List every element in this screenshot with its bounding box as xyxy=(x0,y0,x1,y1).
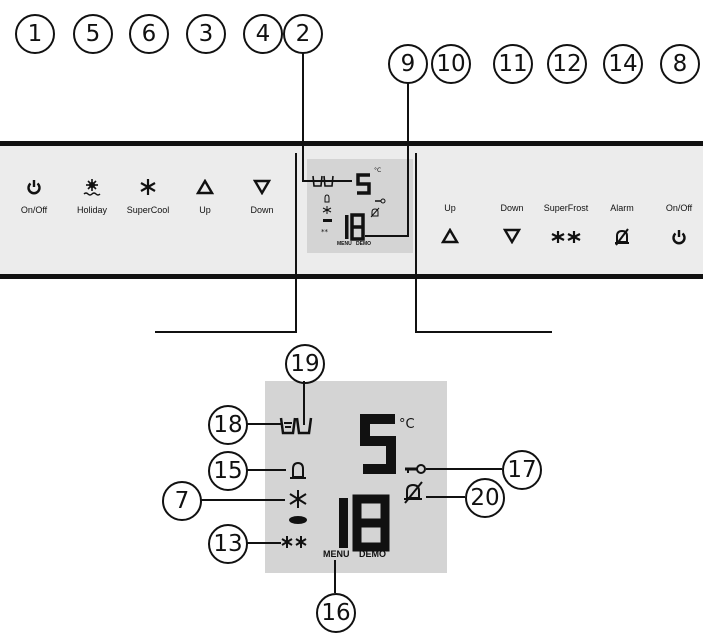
leader-line-2 xyxy=(302,180,352,182)
right-down-label: Down xyxy=(500,203,524,213)
supercool-label: SuperCool xyxy=(126,205,170,215)
leader-line-2 xyxy=(302,52,304,182)
leader-line-18 xyxy=(246,423,281,425)
snowflake-icon[interactable] xyxy=(139,178,157,196)
callout-2: 2 xyxy=(283,14,323,54)
up-label: Up xyxy=(199,205,211,215)
holiday-label: Holiday xyxy=(76,205,108,215)
small-display: ** °C MENU DEMO xyxy=(307,159,413,253)
callout-14: 14 xyxy=(603,44,643,84)
leader-line-20 xyxy=(426,496,465,498)
triangle-up-icon[interactable] xyxy=(440,227,460,244)
callout-11: 11 xyxy=(493,44,533,84)
callout-7: 7 xyxy=(162,481,202,521)
power-icon[interactable] xyxy=(26,179,42,195)
small-unit: °C xyxy=(374,167,382,174)
leader-line-13 xyxy=(246,542,281,544)
leader-line-17 xyxy=(426,468,502,470)
right-onoff-label: On/Off xyxy=(665,203,693,213)
holiday-icon[interactable] xyxy=(82,179,102,197)
callout-9: 9 xyxy=(388,44,428,84)
alarm-label: Alarm xyxy=(610,203,634,213)
callout-17: 17 xyxy=(502,450,542,490)
triangle-up-icon[interactable] xyxy=(195,178,215,195)
callout-13: 13 xyxy=(208,524,248,564)
leader-line xyxy=(155,331,297,333)
leader-line-9 xyxy=(365,235,409,237)
leader-line xyxy=(415,331,552,333)
callout-10: 10 xyxy=(431,44,471,84)
leader-line xyxy=(415,153,417,333)
leader-line-7 xyxy=(200,499,285,501)
callout-8: 8 xyxy=(660,44,700,84)
large-display: °C MENU DEMO xyxy=(265,381,447,573)
onoff-label: On/Off xyxy=(20,205,48,215)
callout-16: 16 xyxy=(316,593,356,633)
leader-line-9 xyxy=(407,82,409,237)
leader-line-16 xyxy=(334,560,336,593)
leader-line xyxy=(295,153,297,333)
callout-18: 18 xyxy=(208,405,248,445)
callout-15: 15 xyxy=(208,451,248,491)
callout-3: 3 xyxy=(186,14,226,54)
power-icon[interactable] xyxy=(671,229,687,245)
callout-4: 4 xyxy=(243,14,283,54)
large-unit: °C xyxy=(399,417,415,432)
leader-line-19 xyxy=(303,381,305,425)
callout-12: 12 xyxy=(547,44,587,84)
callout-6: 6 xyxy=(129,14,169,54)
small-menu-label: MENU xyxy=(337,241,352,247)
large-menu-label: MENU xyxy=(323,549,350,559)
right-up-label: Up xyxy=(444,203,456,213)
svg-text:**: ** xyxy=(321,228,329,236)
callout-20: 20 xyxy=(465,478,505,518)
leader-line-15 xyxy=(246,469,286,471)
callout-1: 1 xyxy=(15,14,55,54)
triangle-down-icon[interactable] xyxy=(252,179,272,196)
bell-off-icon[interactable] xyxy=(613,228,631,246)
callout-19: 19 xyxy=(285,344,325,384)
triangle-down-icon[interactable] xyxy=(502,228,522,245)
small-demo-label: DEMO xyxy=(356,241,371,247)
large-demo-label: DEMO xyxy=(359,549,386,559)
callout-5: 5 xyxy=(73,14,113,54)
double-star-icon[interactable] xyxy=(551,230,581,244)
superfrost-label: SuperFrost xyxy=(543,203,589,213)
down-label: Down xyxy=(250,205,274,215)
